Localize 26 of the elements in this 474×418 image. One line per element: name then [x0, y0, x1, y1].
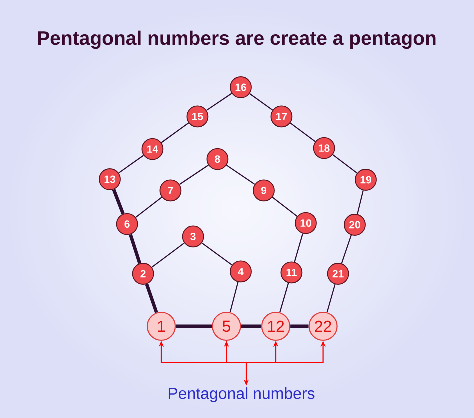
connector-line — [112, 189, 125, 215]
connector-line — [129, 234, 142, 264]
connector-line — [290, 324, 309, 328]
title: Pentagonal numbers are create a pentagon — [38, 30, 436, 50]
connector-line — [136, 196, 162, 218]
connector-line — [290, 122, 316, 142]
connector-line — [145, 284, 158, 314]
connector-line — [206, 93, 232, 112]
connector-line — [332, 154, 358, 174]
connector-line — [272, 196, 298, 218]
connector-line — [294, 234, 304, 262]
connector-line — [161, 122, 190, 144]
connector-line — [176, 324, 212, 328]
connector-line — [326, 284, 336, 313]
connector-line — [230, 282, 239, 313]
connector-line — [152, 242, 185, 268]
callout-label: Pentagonal numbers — [169, 388, 315, 402]
connector-line — [341, 235, 352, 264]
connector-line — [118, 155, 144, 174]
connector-line — [202, 242, 232, 266]
connector-line — [280, 283, 290, 313]
connector-line — [357, 190, 364, 214]
connector-line — [180, 164, 209, 186]
connector-line — [226, 164, 256, 185]
connector-line — [250, 93, 274, 111]
connector-line — [241, 324, 262, 328]
